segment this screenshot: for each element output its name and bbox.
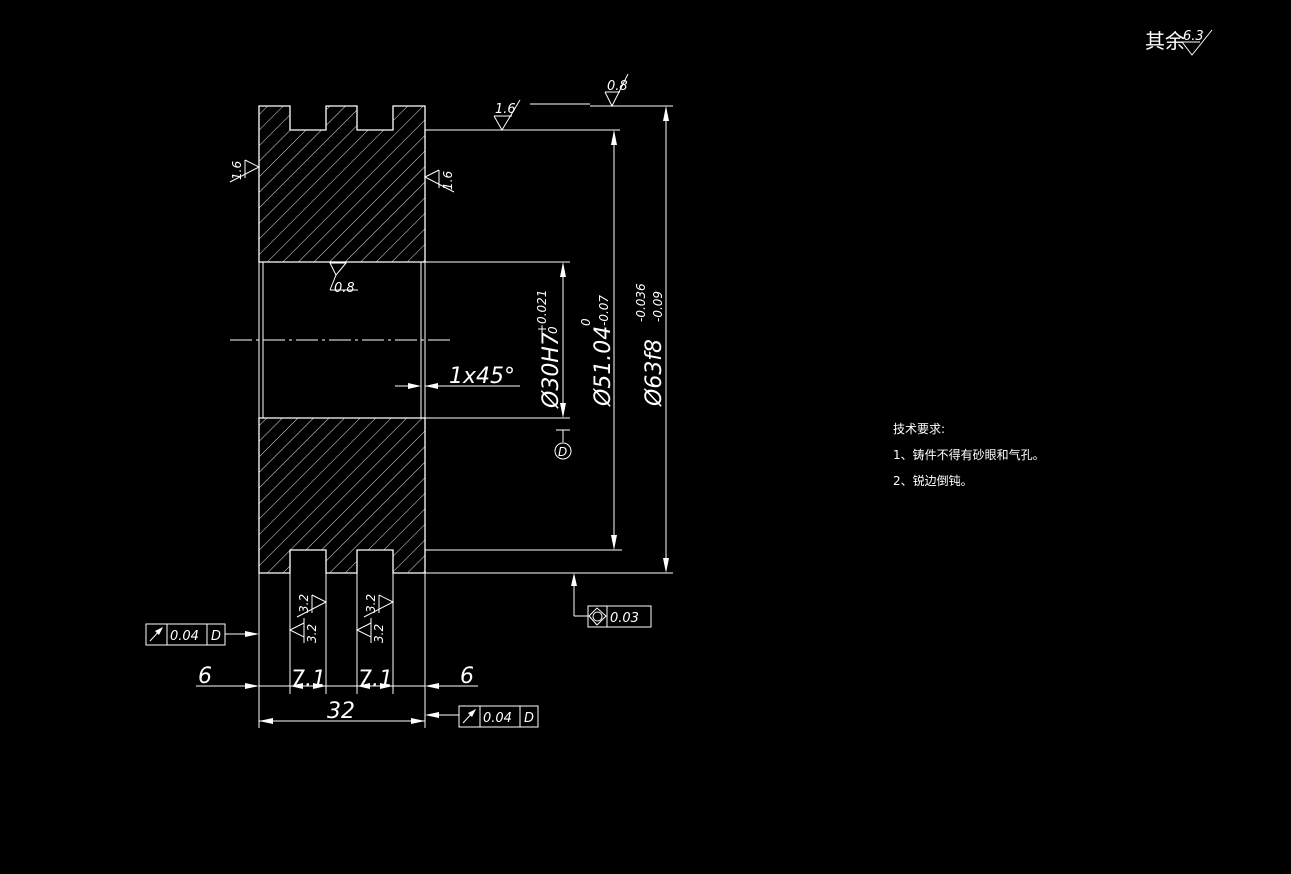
dim-outer-tol-lower: -0.09 (651, 291, 665, 322)
dim-outer: Ø63f8 -0.036 -0.09 (425, 106, 673, 574)
dim-outer-tol-upper: -0.036 (634, 283, 648, 322)
datum-letter: D (558, 445, 567, 459)
dim-bore-text: Ø30H7 (539, 332, 564, 409)
roughness-symbol-right: 1.6 (423, 169, 455, 193)
roughness-symbol-groove2: 3.2 3.2 (355, 594, 395, 643)
roughness-top-value: 0.8 (607, 79, 628, 94)
dim-bore-tol-upper: +0.021 (535, 290, 549, 334)
tolerance-frame-left: 0.04 D (145, 623, 259, 646)
tolerance-frame-bottom: 0.04 D (425, 705, 539, 728)
dim-left-margin: 6 (198, 664, 212, 689)
roughness-bore-value: 0.8 (334, 281, 355, 296)
tol-bottom-value: 0.04 (483, 711, 512, 726)
dim-groove-text: Ø51.04 (591, 326, 616, 407)
roughness-groove1-b: 3.2 (305, 624, 319, 643)
diameter-dimensions: Ø30H7 +0.021 0 Ø51.04 0 -0.07 Ø63f8 -0.0… (395, 106, 673, 574)
roughness-groove-top-value: 1.6 (495, 102, 516, 117)
tolerance-frame-roundness: 0.03 (571, 573, 652, 628)
dim-chamfer: 1x45° (395, 364, 520, 389)
roughness-groove2-a: 3.2 (364, 594, 378, 613)
tol-bottom-datum: D (524, 711, 534, 726)
dim-bore: Ø30H7 +0.021 0 (425, 261, 570, 419)
dim-groove-width-2: 7.1 (358, 667, 393, 692)
roughness-symbol-top: 0.8 (590, 73, 673, 108)
dim-total-width: 32 (327, 699, 355, 724)
roughness-groove2-b: 3.2 (372, 624, 386, 643)
dim-groove-tol-lower: -0.07 (597, 295, 611, 326)
tol-left-value: 0.04 (170, 629, 199, 644)
part-section (230, 105, 450, 574)
tech-req-item-2: 2、锐边倒钝。 (893, 474, 973, 488)
roughness-right-value: 1.6 (441, 171, 455, 190)
tol-roundness-value: 0.03 (610, 611, 639, 626)
datum-symbol: D (554, 429, 572, 460)
dim-bore-tol-lower: 0 (546, 326, 560, 334)
upper-section (258, 105, 426, 263)
dim-groove-width-1: 7.1 (291, 667, 326, 692)
default-roughness-value: 6.3 (1183, 29, 1204, 44)
default-roughness-label: 其余 (1145, 29, 1185, 53)
tech-req-item-1: 1、铸件不得有砂眼和气孔。 (893, 448, 1045, 462)
width-dimensions: 6 7.1 7.1 6 32 (196, 573, 478, 728)
default-roughness: 其余 6.3 (1145, 29, 1213, 56)
dim-groove-tol-upper: 0 (579, 318, 593, 326)
dim-groove: Ø51.04 0 -0.07 (425, 130, 622, 551)
roughness-symbol-left: 1.6 (229, 159, 261, 183)
tech-req-title: 技术要求: (893, 422, 946, 436)
dim-chamfer-text: 1x45° (449, 364, 515, 389)
dim-outer-text: Ø63f8 (642, 339, 667, 407)
tol-left-datum: D (211, 629, 221, 644)
dim-right-margin: 6 (460, 664, 474, 689)
roughness-symbol-bore: 0.8 (329, 262, 358, 296)
lower-section (258, 417, 426, 574)
roughness-symbols: 0.8 1.6 1.6 1.6 0.8 (229, 73, 673, 643)
roughness-symbol-groove-top: 1.6 (425, 99, 620, 131)
roughness-symbol-groove1: 3.2 3.2 (288, 594, 328, 643)
roughness-groove1-a: 3.2 (297, 594, 311, 613)
technical-requirements: 技术要求: 1、铸件不得有砂眼和气孔。 2、锐边倒钝。 (893, 416, 1045, 494)
roughness-left-value: 1.6 (230, 161, 244, 180)
